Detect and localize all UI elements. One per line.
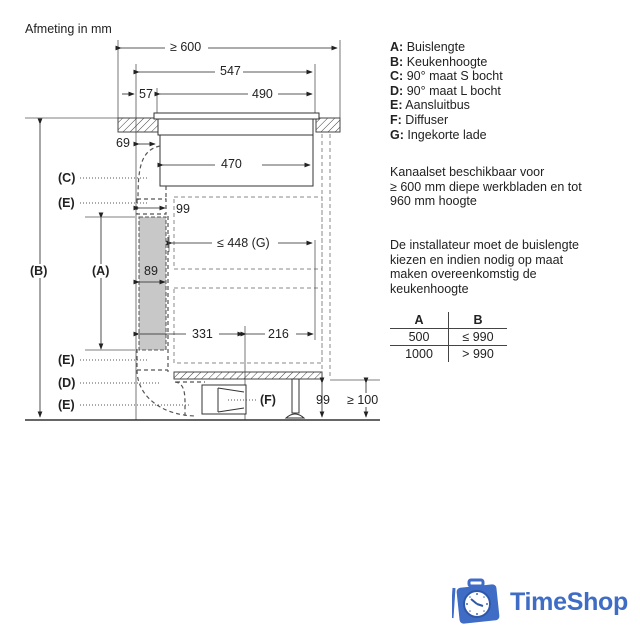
kit-note: Kanaalset beschikbaar voor ≥ 600 mm diep…	[390, 165, 582, 208]
dim-plinth-min: ≥ 100	[346, 393, 380, 407]
dim-duct-width: 89	[144, 264, 158, 278]
legend-item: F: Diffuser	[390, 112, 449, 127]
dim-offset-left: 57	[139, 87, 153, 101]
legend-item: E: Aansluitbus	[390, 98, 470, 113]
legend-item: C: 90° maat S bocht	[390, 69, 503, 84]
callout-d: (D)	[58, 376, 76, 390]
dim-gap-69: 69	[116, 136, 130, 150]
installer-note: De installateur moet de buislengte kieze…	[390, 238, 580, 296]
dim-unit-depth: 470	[221, 157, 242, 171]
callout-b: (B)	[30, 264, 48, 278]
brand-logo: TimeShop	[452, 578, 628, 626]
legend: A: Buislengte B: Keukenhoogte C: 90° maa…	[390, 40, 503, 142]
table-header-b: B	[448, 312, 507, 329]
dim-drawer: ≤ 448 (G)	[215, 236, 272, 250]
dim-hob-inner: 490	[250, 87, 275, 101]
callout-a: (A)	[92, 264, 110, 278]
callout-c: (C)	[58, 171, 76, 185]
legend-item: G: Ingekorte lade	[390, 127, 487, 142]
brand-name: TimeShop	[510, 587, 628, 616]
callout-e-bottom: (E)	[58, 398, 75, 412]
legend-item: D: 90° maat L bocht	[390, 83, 501, 98]
table-row: 500 ≤ 990	[390, 328, 507, 346]
legend-item: A: Buislengte	[390, 40, 466, 54]
callout-e-top: (E)	[58, 196, 75, 210]
dim-right-216: 216	[268, 327, 289, 341]
dim-plinth-99: 99	[316, 393, 330, 407]
dim-worktop-depth: ≥ 600	[168, 40, 204, 54]
table-row: 1000 > 990	[390, 345, 507, 362]
dim-hob-width: 547	[218, 64, 243, 78]
table-header-a: A	[390, 312, 449, 329]
dim-left-331: 331	[192, 327, 213, 341]
callout-e-mid: (E)	[58, 353, 75, 367]
legend-item: B: Keukenhoogte	[390, 54, 488, 69]
diagram-title: Afmeting in mm	[25, 22, 112, 36]
callout-f: (F)	[260, 393, 276, 407]
dim-duct-99: 99	[176, 202, 190, 216]
clock-bag-icon	[452, 578, 500, 624]
length-table: A B 500 ≤ 990 1000 > 990	[390, 312, 507, 362]
